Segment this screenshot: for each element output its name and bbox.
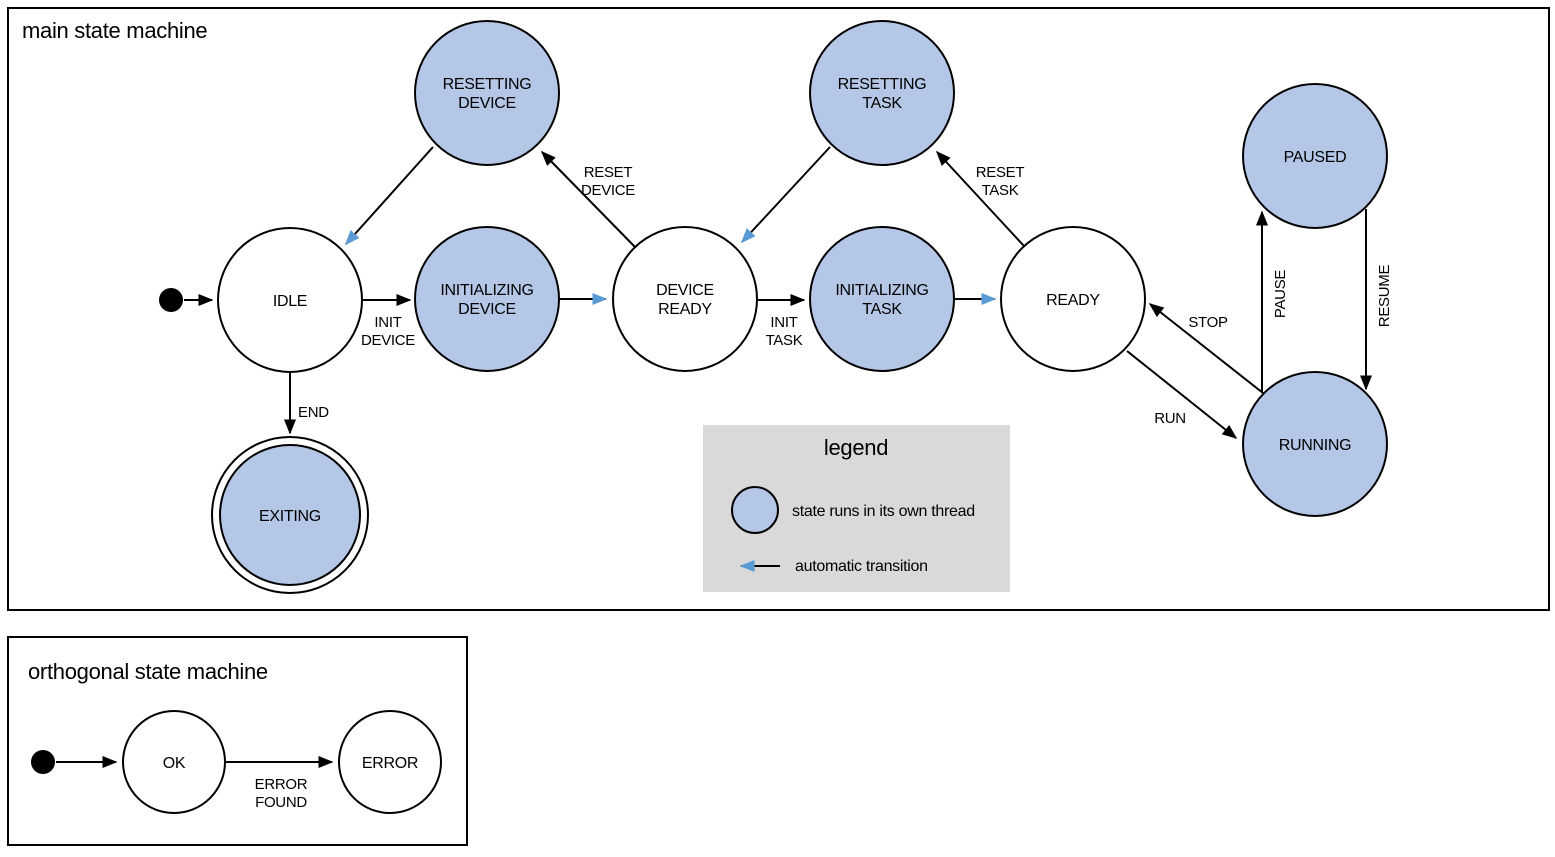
- transition-ready-to-running: [1126, 350, 1238, 439]
- transition-ready-to-resetting-task: [935, 150, 1025, 247]
- state-resetting-device-label-line1: RESETTING: [443, 76, 532, 93]
- transition-label-run: RUN: [1154, 410, 1186, 427]
- transition-resetting-task-to-device-ready-auto: [740, 146, 831, 244]
- transition-label-init-task-line1: INIT: [770, 314, 797, 331]
- transition-label-pause: PAUSE: [1272, 270, 1289, 319]
- state-initializing-device: [414, 226, 560, 372]
- ortho-panel-title: orthogonal state machine: [28, 659, 268, 684]
- legend-auto-transition-label: automatic transition: [795, 558, 928, 575]
- state-initializing-task: [809, 226, 955, 372]
- state-error: [338, 710, 442, 814]
- state-device-ready: [612, 226, 758, 372]
- state-running: [1242, 371, 1388, 517]
- state-initializing-task-label-line1: INITIALIZING: [835, 282, 928, 299]
- state-initializing-device-label-line2: DEVICE: [458, 301, 516, 318]
- transition-label-stop: STOP: [1188, 314, 1228, 331]
- state-resetting-task-label-line1: RESETTING: [838, 76, 927, 93]
- initial-state-dot: [159, 288, 183, 312]
- state-resetting-task-label-line2: TASK: [862, 95, 902, 112]
- transition-label-reset-device-line1: RESET: [584, 164, 633, 181]
- state-ok: [122, 710, 226, 814]
- state-exiting-label: EXITING: [259, 508, 321, 525]
- state-error-label: ERROR: [362, 755, 418, 772]
- state-exiting: [219, 444, 361, 586]
- state-running-label: RUNNING: [1279, 437, 1352, 454]
- transition-label-error-found-line2: FOUND: [255, 794, 307, 811]
- state-ready: [1000, 226, 1146, 372]
- legend-title: legend: [824, 435, 888, 460]
- transition-label-init-device-line1: INIT: [374, 314, 401, 331]
- legend-thread-state-label: state runs in its own thread: [792, 503, 975, 520]
- state-ok-label: OK: [163, 755, 186, 772]
- transition-running-to-ready: [1148, 303, 1264, 394]
- transition-resetting-device-to-idle-auto: [344, 146, 434, 246]
- state-resetting-device: [414, 20, 560, 166]
- state-resetting-device-label-line2: DEVICE: [458, 95, 516, 112]
- state-paused: [1242, 83, 1388, 229]
- transition-device-ready-to-resetting-device: [540, 150, 636, 248]
- state-idle-label: IDLE: [273, 293, 307, 310]
- transition-label-resume: RESUME: [1376, 265, 1393, 328]
- ortho-initial-state-dot: [31, 750, 55, 774]
- transition-label-reset-task-line2: TASK: [982, 182, 1019, 199]
- transition-label-reset-task-line1: RESET: [976, 164, 1025, 181]
- state-device-ready-label-line2: READY: [658, 301, 712, 318]
- transition-label-init-device-line2: DEVICE: [361, 332, 415, 349]
- state-idle: [217, 227, 363, 373]
- transition-label-error-found-line1: ERROR: [255, 776, 308, 793]
- state-device-ready-label-line1: DEVICE: [656, 282, 714, 299]
- main-panel-title: main state machine: [22, 18, 207, 43]
- transition-label-reset-device-line2: DEVICE: [581, 182, 635, 199]
- state-initializing-device-label-line1: INITIALIZING: [440, 282, 533, 299]
- transition-label-end: END: [298, 404, 329, 421]
- transition-label-init-task-line2: TASK: [766, 332, 803, 349]
- state-ready-label: READY: [1046, 292, 1100, 309]
- state-resetting-task: [809, 20, 955, 166]
- state-initializing-task-label-line2: TASK: [862, 301, 902, 318]
- state-paused-label: PAUSED: [1284, 149, 1347, 166]
- legend-thread-state-icon: [731, 486, 779, 534]
